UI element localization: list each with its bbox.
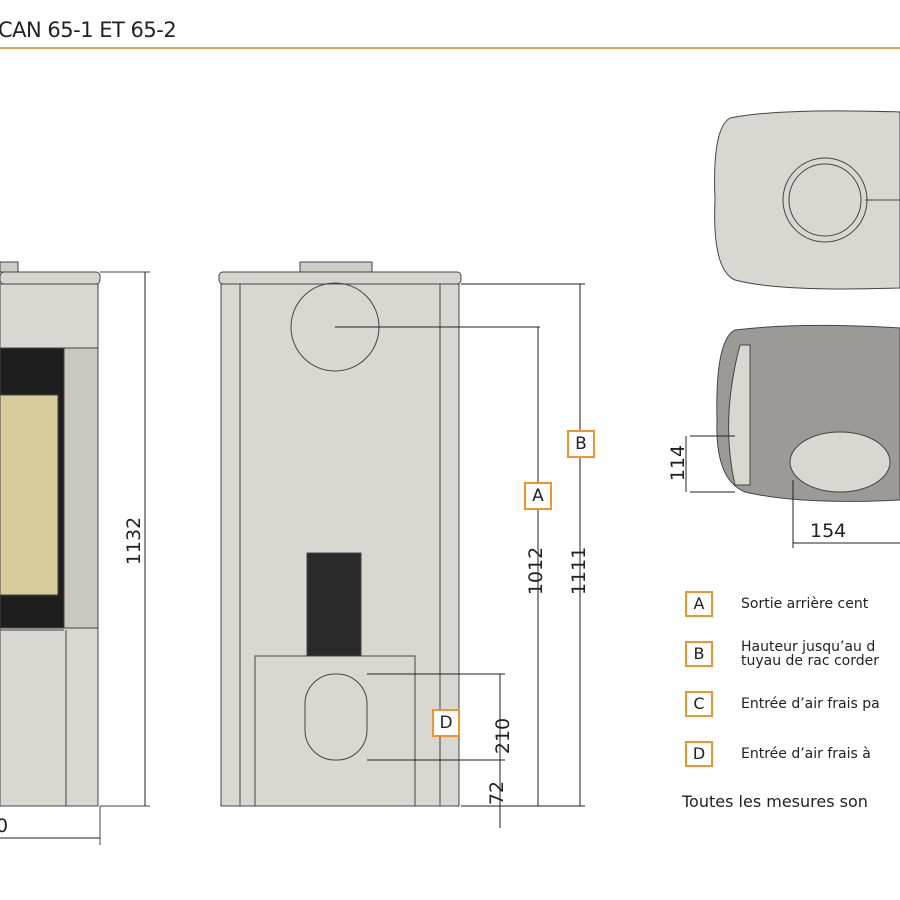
legend-item-c: C Entrée d’air frais pa: [685, 691, 880, 717]
legend-key: C: [685, 691, 713, 717]
bottom-view: [685, 324, 900, 548]
dim-height-a: 1012: [525, 546, 548, 596]
marker-b: B: [567, 430, 595, 458]
legend-text-line2: tuyau de rac corder: [741, 653, 880, 669]
legend-text: Sortie arrière cent: [741, 596, 869, 612]
legend-text: Entrée d’air frais pa: [741, 696, 880, 712]
dim-total-height: 1132: [123, 516, 146, 566]
legend-key: A: [685, 591, 713, 617]
legend-key: B: [685, 641, 713, 667]
front-view: [0, 261, 150, 845]
footnote: Toutes les mesures son: [682, 792, 868, 811]
page-title: CAN 65-1 ET 65-2: [0, 18, 177, 42]
dim-d-offset: 72: [486, 780, 509, 806]
rear-view: [218, 261, 585, 828]
marker-a: A: [524, 482, 552, 510]
dim-height-b: 1111: [568, 546, 591, 596]
legend-key: D: [685, 741, 713, 767]
marker-d: D: [432, 709, 460, 737]
legend-item-d: D Entrée d’air frais à: [685, 741, 871, 767]
legend-text: Entrée d’air frais à: [741, 746, 871, 762]
dim-left-bottom: 0: [0, 815, 9, 837]
dim-154: 154: [810, 520, 847, 542]
top-view: [714, 110, 900, 290]
dim-d-height: 210: [492, 717, 515, 755]
dim-114: 114: [667, 444, 690, 482]
legend-text: Hauteur jusqu’au d: [741, 639, 876, 655]
legend-item-a: A Sortie arrière cent: [685, 591, 868, 617]
header-rule: [0, 47, 900, 49]
